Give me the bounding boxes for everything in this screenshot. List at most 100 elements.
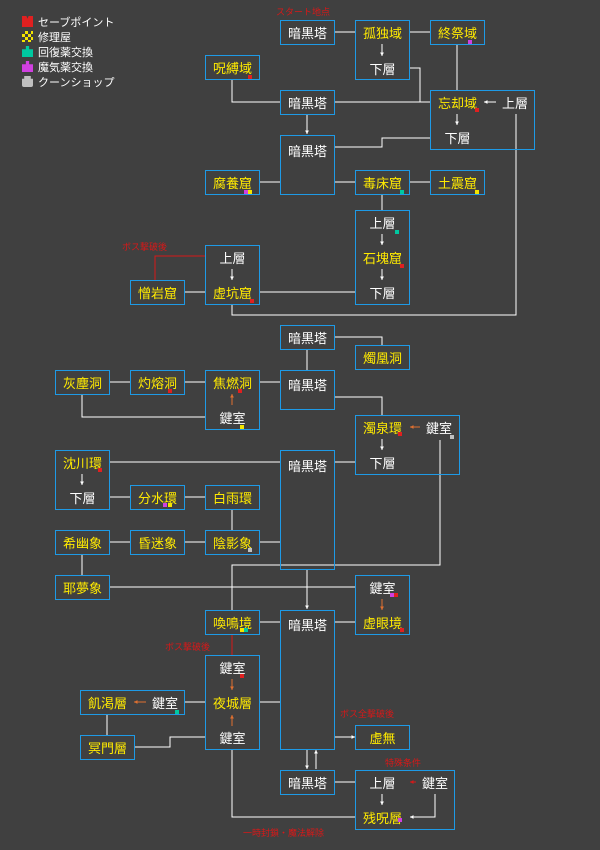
konmei-image[interactable]: 昏迷象 (130, 530, 185, 555)
tower-1[interactable]: 暗黒塔 (280, 20, 335, 45)
chinsen-ring-box (55, 450, 110, 510)
arrow-head (380, 52, 384, 56)
node-label: 希幽象 (62, 537, 102, 552)
kodoku-lower-floor[interactable]: 下層 (356, 57, 409, 79)
tower-4[interactable]: 暗黒塔 (280, 325, 335, 350)
link-tower5-dakusen (335, 396, 383, 415)
shokuo-grotto[interactable]: 燭凰洞 (355, 345, 410, 370)
yajo-key-room-lower[interactable]: 鍵室 (206, 726, 259, 749)
tower-6[interactable]: 暗黒塔 (280, 450, 335, 570)
zanju-layer-box (355, 770, 455, 830)
kikatsu-key-room[interactable]: 鍵室 (146, 691, 184, 714)
chinsen-ring[interactable]: 沈川環 (56, 451, 109, 474)
chinsen-lower-floor[interactable]: 下層 (56, 486, 109, 509)
shusai-area[interactable]: 終祭域 (430, 20, 485, 45)
tower-3[interactable]: 暗黒塔 (280, 135, 335, 195)
tower-5[interactable]: 暗黒塔 (280, 370, 335, 410)
hakuu-ring[interactable]: 白雨環 (205, 485, 260, 510)
dokusho-cave[interactable]: 毒床窟 (355, 170, 410, 195)
zogan-boss-note: ボス撃破後 (122, 243, 168, 253)
facility-marker-icon (248, 75, 252, 79)
yajo-layer[interactable]: 夜城層 (206, 691, 259, 714)
arrow-head (305, 605, 309, 609)
sekkai-lower-floor[interactable]: 下層 (356, 281, 409, 304)
node-label: 灼熔洞 (137, 377, 177, 392)
facility-marker-icon (238, 389, 242, 393)
facility-marker-icon (248, 548, 252, 552)
yamu-image[interactable]: 耶夢象 (55, 575, 110, 600)
dakusen-ring[interactable]: 濁泉環 (356, 416, 409, 439)
link-jubaku-tower2 (231, 80, 280, 103)
tower-2[interactable]: 暗黒塔 (280, 90, 335, 115)
dakusen-lower-floor[interactable]: 下層 (356, 451, 409, 474)
node-label: 孤独域 (362, 27, 402, 42)
node-label: 濁泉環 (362, 422, 402, 437)
node-label: 暗黒塔 (287, 460, 327, 475)
sekkai-upper-floor[interactable]: 上層 (356, 211, 409, 234)
dakusen-key-room[interactable]: 鍵室 (420, 416, 458, 439)
node-label: 暗黒塔 (287, 27, 327, 42)
arrow-head (134, 700, 138, 704)
bunsui-ring[interactable]: 分水環 (130, 485, 185, 510)
kiyu-image[interactable]: 希幽象 (55, 530, 110, 555)
kikatsu-layer[interactable]: 飢渇層 (81, 691, 134, 714)
kaijin-grotto[interactable]: 灰塵洞 (55, 370, 110, 395)
shonen-grotto[interactable]: 焦燃洞 (206, 371, 259, 394)
arrow-head (380, 276, 384, 280)
kyoko-cave[interactable]: 虚坑窟 (206, 281, 259, 304)
facility-marker-icon (468, 40, 472, 44)
arrow-head (230, 715, 234, 719)
arrow-head (380, 241, 384, 245)
jubaku-area[interactable]: 呪縛域 (205, 55, 260, 80)
zanju-key-room[interactable]: 鍵室 (416, 771, 454, 794)
kyomu-boss-note: ボス全撃破後 (340, 710, 395, 720)
fuyo-cave[interactable]: 腐養窟 (205, 170, 260, 195)
node-label: 虚坑窟 (212, 287, 252, 302)
kyoko-upper-floor[interactable]: 上層 (206, 246, 259, 269)
arrow-head (230, 276, 234, 280)
repair-shop-icon (22, 31, 33, 42)
zogan-cave[interactable]: 憎岩窟 (130, 280, 185, 305)
bokyaku-area[interactable]: 忘却域 (431, 91, 484, 114)
facility-marker-icon (390, 593, 394, 597)
shakuyo-grotto[interactable]: 灼熔洞 (130, 370, 185, 395)
node-label: 耶夢象 (62, 582, 102, 597)
arrow-head (410, 425, 414, 429)
facility-marker-icon (163, 503, 167, 507)
kyomu[interactable]: 虚無 (355, 725, 410, 750)
link-tower4-shokuo (335, 336, 383, 345)
node-label: 暗黒塔 (287, 97, 327, 112)
arrow-head (410, 780, 414, 784)
sekkai-cave[interactable]: 石塊窟 (356, 246, 409, 269)
shonen-key-room[interactable]: 鍵室 (206, 406, 259, 429)
arrow-head (351, 735, 355, 739)
zanju-upper-floor[interactable]: 上層 (356, 771, 409, 794)
yajo-key-room-upper[interactable]: 鍵室 (206, 656, 259, 679)
node-label: 暗黒塔 (287, 777, 327, 792)
inei-image[interactable]: 陰影象 (205, 530, 260, 555)
legend-item-magic: 魔気薬交換 (22, 59, 114, 74)
tower-8[interactable]: 暗黒塔 (280, 770, 335, 795)
facility-marker-icon (250, 299, 254, 303)
bokyaku-lower-floor[interactable]: 下層 (431, 126, 484, 148)
arrow-head (230, 394, 234, 398)
node-label: 昏迷象 (137, 537, 177, 552)
node-label: 灰塵洞 (62, 377, 102, 392)
zanju-layer[interactable]: 残呪層 (356, 806, 409, 829)
facility-marker-icon (240, 674, 244, 678)
bokyaku-upper-floor[interactable]: 上層 (496, 91, 534, 114)
kodoku-area[interactable]: 孤独域 (356, 21, 409, 44)
node-label: 白雨環 (212, 492, 252, 507)
node-label: 下層 (369, 287, 396, 302)
meimon-layer[interactable]: 冥門層 (80, 735, 135, 760)
kangan-realm[interactable]: 虚眼境 (356, 611, 409, 634)
legend-label: クーンショップ (38, 75, 115, 89)
kanmei-realm[interactable]: 喚鳴境 (205, 610, 260, 635)
link-kaijin-key (81, 395, 206, 418)
tower-7[interactable]: 暗黒塔 (280, 610, 335, 750)
kikatsu-layer-box (80, 690, 185, 715)
kangan-key-room[interactable]: 鍵室 (356, 576, 409, 599)
doshin-cave[interactable]: 土震窟 (430, 170, 485, 195)
